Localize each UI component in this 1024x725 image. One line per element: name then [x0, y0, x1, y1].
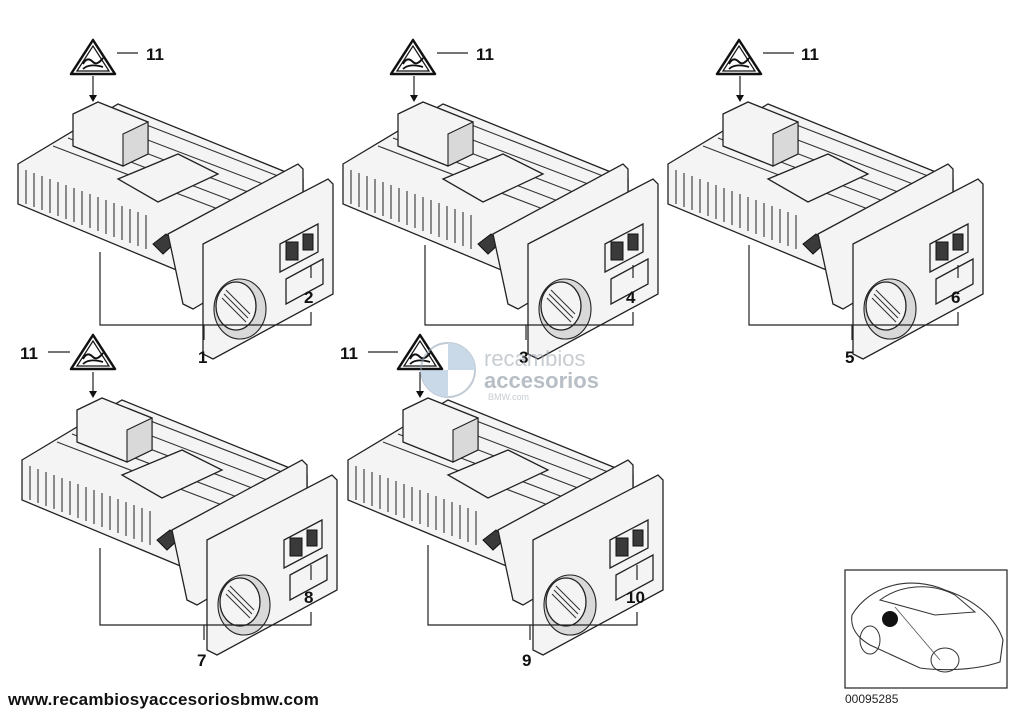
warning-triangle-icon [69, 38, 117, 76]
warning-label-11: 11 [20, 344, 38, 363]
warning-triangle-icon [69, 333, 117, 371]
watermark-line2: accesorios [484, 368, 599, 393]
diagram-code: 00095285 [845, 692, 899, 706]
car-location-thumbnail [844, 569, 1008, 689]
part-label-5: 5 [845, 348, 854, 367]
footer-url: www.recambiosyaccesoriosbmw.com [8, 690, 320, 709]
part-label-10: 10 [626, 588, 645, 607]
part-label-9: 9 [522, 651, 531, 670]
warning-label-11: 11 [340, 344, 358, 363]
part-label-3: 3 [519, 348, 528, 367]
part-label-7: 7 [197, 651, 206, 670]
part-label-6: 6 [951, 288, 960, 307]
part-label-1: 1 [198, 348, 207, 367]
warning-label-11: 11 [146, 45, 164, 64]
part-label-2: 2 [304, 288, 313, 307]
light-switch-module-7 [21, 397, 338, 656]
warning-triangle-icon [396, 333, 444, 371]
part-label-4: 4 [626, 288, 636, 307]
watermark-line3: BMW.com [488, 392, 529, 402]
warning-triangle-icon [389, 38, 437, 76]
warning-label-11: 11 [801, 45, 819, 64]
watermark-line1: recambios [484, 346, 585, 371]
location-dot-icon [882, 611, 898, 627]
part-label-8: 8 [304, 588, 313, 607]
light-switch-module-5 [667, 101, 984, 360]
warning-triangle-icon [715, 38, 763, 76]
light-switch-module-3 [342, 101, 659, 360]
light-switch-module-1 [17, 101, 334, 360]
warning-label-11: 11 [476, 45, 494, 64]
watermark-logo: recambios accesorios BMW.com [420, 342, 599, 402]
light-switch-module-9 [347, 397, 664, 656]
